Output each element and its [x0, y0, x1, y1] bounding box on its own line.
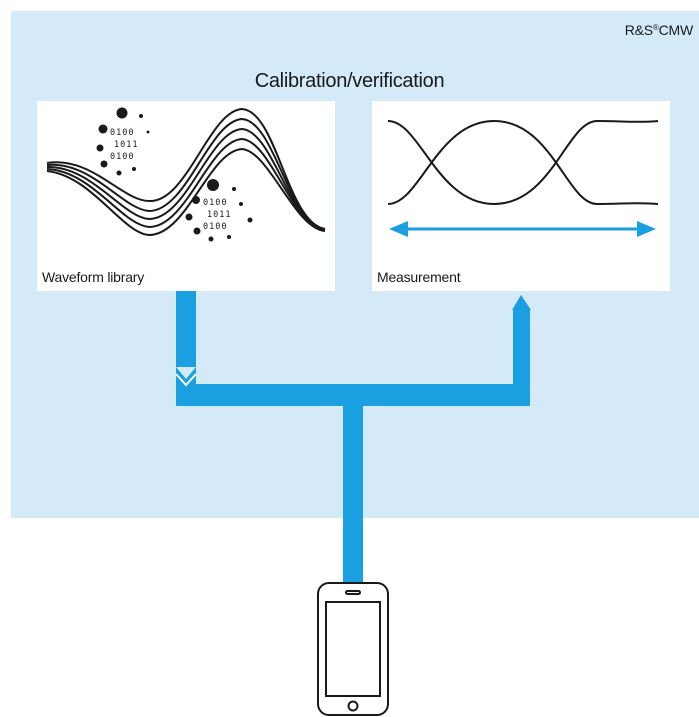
bits-row: 0100: [203, 198, 227, 208]
cross-curve-falling: [387, 119, 659, 206]
cross-curve-rising: [387, 119, 659, 206]
bits-row: 1011: [114, 140, 138, 150]
smartphone-icon: [317, 582, 389, 716]
waveform-path-arrowhead: [176, 367, 196, 384]
waveform-library-label: Waveform library: [42, 269, 145, 285]
bits-row: 0100: [110, 152, 134, 162]
measurement-path-arrowhead: [512, 295, 531, 310]
diagram-title: Calibration/verification: [254, 70, 445, 92]
waveform-curve-5: [46, 147, 326, 237]
binary-digits-2: 0100 1011 0100: [203, 198, 231, 232]
instrument-brand: R&S®CMW: [625, 22, 693, 38]
signal-path: [176, 291, 531, 583]
waveform-library-card: 0100 1011 0100 0100 1011 0100 Wavef: [37, 101, 335, 291]
data-dots-cluster-1: [96, 107, 150, 176]
bits-row: 1011: [207, 210, 231, 220]
waveform-curve-4: [46, 137, 326, 231]
measurement-card: Measurement: [372, 101, 670, 291]
brand-text: R&S: [624, 22, 653, 38]
waveform-curves: [46, 107, 326, 237]
waveform-illustration: 0100 1011 0100 0100 1011 0100: [46, 107, 326, 242]
measurement-label: Measurement: [377, 269, 461, 285]
double-arrow-icon: [389, 221, 656, 237]
waveform-output-path: [176, 291, 196, 367]
waveform-arrow-notch: [175, 373, 197, 387]
measurement-input-path: [513, 310, 530, 384]
waveform-curve-2: [46, 117, 326, 230]
measurement-curves: [387, 119, 659, 206]
data-dots-cluster-2: [185, 179, 253, 242]
horizontal-bus: [176, 384, 530, 406]
brand-model: CMW: [658, 22, 694, 38]
binary-digits-1: 0100 1011 0100: [110, 128, 138, 162]
bits-row: 0100: [203, 222, 227, 232]
bits-row: 0100: [110, 128, 134, 138]
waveform-curve-1: [46, 107, 326, 230]
waveform-curve-3: [46, 127, 326, 231]
device-connection-path: [343, 406, 363, 583]
registered-mark: ®: [652, 23, 659, 32]
measurement-illustration: [387, 119, 659, 237]
